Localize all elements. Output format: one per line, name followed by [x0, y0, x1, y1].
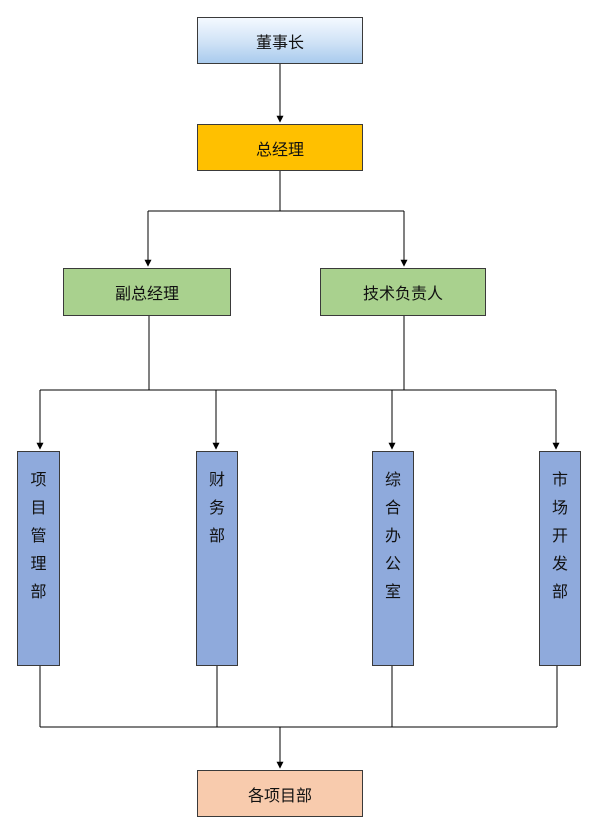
project-management-dept-char: 管: [30, 526, 47, 545]
deputy-general-manager-label: 副总经理: [114, 284, 179, 303]
marketing-dept-char: 发: [551, 554, 568, 573]
finance-dept-char: 财: [208, 470, 225, 489]
finance-dept-char: 部: [208, 526, 225, 545]
admin-office-char: 办: [384, 526, 401, 545]
project-management-dept-char: 部: [30, 582, 47, 601]
finance-dept-char: 务: [208, 498, 225, 517]
admin-office-char: 公: [384, 554, 401, 573]
general-manager-node: 总经理: [197, 124, 363, 171]
admin-office-char: 综: [384, 470, 401, 489]
marketing-dept-char: 场: [551, 498, 568, 517]
finance-dept-node: 财 务 部: [196, 451, 238, 666]
general-manager-label: 总经理: [255, 139, 304, 159]
admin-office-node: 综 合 办 公 室: [372, 451, 414, 666]
all-project-depts-label: 各项目部: [247, 785, 312, 805]
project-management-dept-char: 目: [30, 498, 47, 517]
technical-lead-node: 技术负责人: [320, 268, 486, 316]
technical-lead-label: 技术负责人: [362, 284, 443, 303]
deputy-general-manager-node: 副总经理: [63, 268, 231, 316]
marketing-dept-char: 开: [551, 526, 568, 545]
chairman-label: 董事长: [255, 32, 304, 52]
marketing-dept-char: 部: [551, 582, 568, 601]
admin-office-char: 合: [384, 498, 401, 517]
project-management-dept-char: 项: [30, 470, 47, 489]
project-management-dept-char: 理: [30, 554, 47, 573]
chairman-node: 董事长: [197, 17, 363, 64]
project-management-dept-node: 项 目 管 理 部: [17, 451, 60, 666]
marketing-dept-node: 市 场 开 发 部: [539, 451, 581, 666]
admin-office-char: 室: [384, 582, 401, 601]
marketing-dept-char: 市: [551, 470, 568, 489]
all-project-depts-node: 各项目部: [197, 770, 363, 817]
